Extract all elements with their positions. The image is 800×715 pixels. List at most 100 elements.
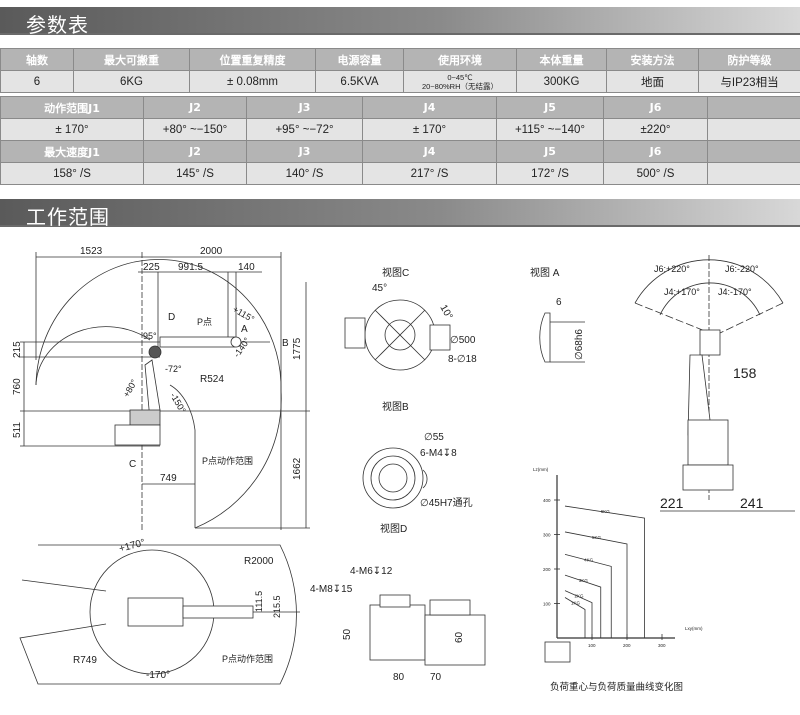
motion-range-value: +80° ~−150° xyxy=(143,118,247,141)
y-tick-label: 300 xyxy=(543,533,551,538)
max-speed-value xyxy=(707,162,800,185)
dim-50: 50 xyxy=(342,628,353,640)
workrange-section-header: 工作范围 xyxy=(0,199,800,229)
max-speed-value: 172° /S xyxy=(496,162,604,185)
spec-header: 轴数 xyxy=(0,48,74,71)
side-view: 1523 2000 225 991.5 140 1775 1662 215 76… xyxy=(12,246,310,530)
motion-range-header: 动作范围J1 xyxy=(0,96,144,119)
view-b-title: 视图B xyxy=(382,400,409,413)
dim-1662: 1662 xyxy=(292,457,303,480)
view-a: 视图 A 6 ∅68h6 xyxy=(530,266,585,363)
arm-top xyxy=(379,594,411,608)
payload-curve-label: 3KG xyxy=(579,578,589,583)
label-m8: 4-M8↧15 xyxy=(310,584,353,595)
view-d: ∅55 6-M4↧8 ∅45H7通孔 视图D xyxy=(362,432,473,535)
dim-2000: 2000 xyxy=(200,246,223,257)
label-m6: 4-M6↧12 xyxy=(350,566,393,577)
dim-60: 60 xyxy=(454,631,465,643)
motion-range-header: J6 xyxy=(603,96,708,119)
x-tick-label: 100 xyxy=(588,643,596,648)
dim-phi55: ∅55 xyxy=(424,432,444,443)
range-line xyxy=(634,302,711,334)
motion-range-value: ±220° xyxy=(603,118,708,141)
motion-range-header: J5 xyxy=(496,96,604,119)
spec-header: 本体重量 xyxy=(516,48,607,71)
payload-curve-3kg xyxy=(564,574,602,638)
spec-table: 轴数 最大可搬重 位置重复精度 电源容量 使用环境 本体重量 安装方法 防护等级… xyxy=(0,48,800,93)
label-a: A xyxy=(241,324,248,335)
spec-header: 防护等级 xyxy=(698,48,800,71)
motion-range-header: J3 xyxy=(246,96,363,119)
chart-robot-icon xyxy=(544,641,571,663)
dim-215-5: 215.5 xyxy=(272,595,282,618)
spec-value-protection: 与IP23相当 xyxy=(698,70,800,93)
label-j4-plus: J4:+170° xyxy=(664,287,700,297)
dim-holes: 8-∅18 xyxy=(448,354,477,365)
front-body xyxy=(687,419,729,466)
dim-241: 241 xyxy=(740,495,764,511)
angle-72: -72° xyxy=(165,364,182,374)
inner-reach-arc xyxy=(35,326,151,386)
params-section-header: 参数表 xyxy=(0,7,800,37)
max-speed-header xyxy=(707,140,800,163)
y-tick-label: 100 xyxy=(543,602,551,607)
y-tick-label: 400 xyxy=(543,498,551,503)
dim-80: 80 xyxy=(393,672,405,683)
max-speed-header: J2 xyxy=(143,140,247,163)
arm-motor xyxy=(429,599,471,616)
motion-range-value: ± 170° xyxy=(0,118,144,141)
outer-range xyxy=(19,544,297,685)
flange-tab xyxy=(422,469,428,489)
label-j4-minus: J4:-170° xyxy=(718,287,752,297)
label-r2000: R2000 xyxy=(244,556,274,567)
motion-range-value: ± 170° xyxy=(362,118,497,141)
dim-140: 140 xyxy=(238,262,255,273)
max-speed-header-row: 最大速度J1 J2 J3 J4 J5 J6 xyxy=(0,140,800,163)
joint-table: 动作范围J1 J2 J3 J4 J5 J6 ± 170° +80° ~−150°… xyxy=(0,96,800,185)
dim-225: 225 xyxy=(143,262,160,273)
dim-111-5: 111.5 xyxy=(254,591,264,612)
angle-150: -150° xyxy=(168,391,188,415)
dim-phi500: ∅500 xyxy=(450,335,476,346)
label-d: D xyxy=(168,312,175,323)
max-speed-value: 140° /S xyxy=(246,162,363,185)
max-speed-header: J3 xyxy=(246,140,363,163)
label-p-point: P点 xyxy=(197,317,212,327)
robot-shoulder xyxy=(129,409,161,426)
dim-991: 991.5 xyxy=(178,262,203,273)
workrange-drawing: 1523 2000 225 991.5 140 1775 1662 215 76… xyxy=(12,246,795,693)
robot-base xyxy=(114,424,161,446)
spec-header: 位置重复精度 xyxy=(189,48,316,71)
dim-phi68: ∅68h6 xyxy=(574,329,585,360)
chart-x-label: Lxy(mm) xyxy=(685,626,703,631)
dim-158: 158 xyxy=(733,365,757,381)
label-r524: R524 xyxy=(200,374,224,385)
motion-range-value: +95° ~−72° xyxy=(246,118,363,141)
arm-body xyxy=(424,614,486,666)
label-p-range-top: P点动作范围 xyxy=(222,653,273,664)
angle-minus-170: -170° xyxy=(146,670,170,681)
payload-curve-label: 1KG xyxy=(571,601,581,606)
dim-215: 215 xyxy=(12,341,23,358)
view-d-title: 视图D xyxy=(380,522,407,535)
view-a-title: 视图 A xyxy=(530,266,560,279)
max-speed-header: J5 xyxy=(496,140,604,163)
spec-value-repeatability: ± 0.08mm xyxy=(189,70,316,93)
env-temperature: 0~45℃ xyxy=(447,72,473,82)
params-section-title: 参数表 xyxy=(26,13,89,37)
top-view: +170° -170° R2000 R749 111.5 215.5 P点动作范… xyxy=(19,537,300,685)
spec-value-environment: 0~45℃ 20~80%RH（无结露） xyxy=(403,70,517,93)
dim-1523: 1523 xyxy=(80,246,103,257)
motion-range-header: J2 xyxy=(143,96,247,119)
robot-elbow xyxy=(148,345,162,359)
spec-header: 电源容量 xyxy=(315,48,404,71)
dim-749: 749 xyxy=(160,473,177,484)
motion-range-header-row: 动作范围J1 J2 J3 J4 J5 J6 xyxy=(0,96,800,119)
spec-value-mounting: 地面 xyxy=(606,70,699,93)
y-tick-label: 200 xyxy=(543,567,551,572)
payload-curve-label: 6KG xyxy=(601,509,611,514)
outer-reach-arc xyxy=(35,259,282,529)
spec-header-row: 轴数 最大可搬重 位置重复精度 电源容量 使用环境 本体重量 安装方法 防护等级 xyxy=(0,48,800,71)
view-c-title: 视图C xyxy=(382,266,409,279)
dim-m4: 6-M4↧8 xyxy=(420,448,457,459)
